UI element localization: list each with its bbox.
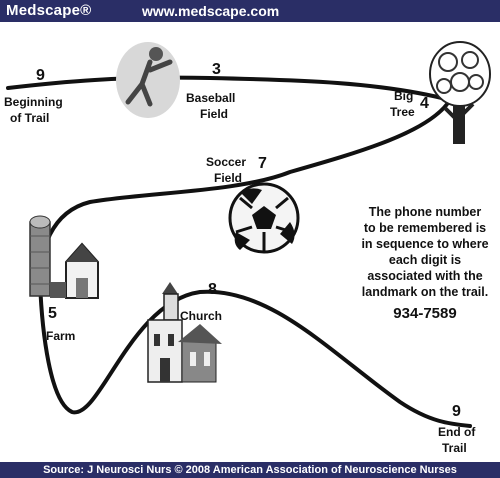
church-digit: 8 [208,281,217,298]
baseball-digit: 3 [212,61,221,78]
tree-icon [429,41,491,144]
note-line-3: in sequence to where [361,237,488,251]
church-label: Church [180,309,222,323]
medscape-logo: Medscape® [6,2,92,19]
trail-diagram: 9 Beginning of Trail 3 Baseball Field Bi… [4,41,491,455]
start-label-line1: Beginning [4,95,63,109]
tree-label-line2: Tree [390,105,415,119]
site-url: www.medscape.com [142,3,280,19]
soccer-label-line1: Soccer [206,155,246,169]
explanation-note: The phone number to be remembered is in … [361,205,488,322]
church-icon [147,282,222,383]
source-footer: Source: J Neurosci Nurs © 2008 American … [0,462,500,478]
soccer-ball-icon [228,182,300,254]
start-label-line2: of Trail [10,111,49,125]
soccer-label-line2: Field [214,171,242,185]
farm-digit: 5 [48,305,57,322]
baseball-label-line1: Baseball [186,91,235,105]
note-line-6: landmark on the trail. [362,285,488,299]
phone-number: 934-7589 [393,305,456,322]
note-line-2: to be remembered is [364,221,486,235]
note-line-5: associated with the [367,269,482,283]
farm-icon [29,215,99,299]
end-label-line2: Trail [442,441,467,455]
tree-label-line1: Big [394,89,413,103]
end-digit: 9 [452,403,461,420]
tree-digit: 4 [420,95,429,112]
farm-label: Farm [46,329,75,343]
baseball-label-line2: Field [200,107,228,121]
soccer-digit: 7 [258,155,267,172]
trail-path [6,75,472,428]
baseball-player-icon [116,42,180,118]
end-label-line1: End of [438,425,476,439]
note-line-4: each digit is [389,253,461,267]
note-line-1: The phone number [369,205,482,219]
header-bar: Medscape® www.medscape.com [0,0,500,22]
start-digit: 9 [36,67,45,84]
